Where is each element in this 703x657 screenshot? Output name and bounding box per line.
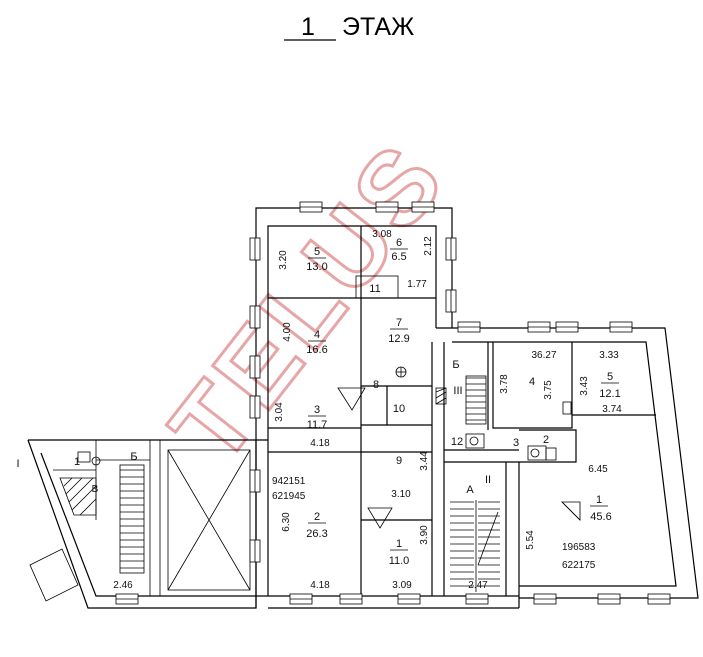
code-right-b: 622175: [562, 560, 596, 571]
room-e2-number: 2: [543, 434, 549, 446]
dim-4-00: 4.00: [282, 322, 293, 342]
room-5-number: 5: [314, 246, 320, 258]
stairs: [120, 375, 500, 592]
dim-5-54: 5.54: [525, 530, 536, 550]
room-8-number: 8: [373, 379, 379, 391]
floor-number: 1: [301, 13, 315, 41]
room-3-number: 3: [314, 404, 320, 416]
left-hatch: [59, 477, 97, 516]
room-12-number: 12: [451, 436, 463, 448]
room-1c-number: 1: [396, 538, 402, 550]
room-w1-number: 1: [74, 456, 80, 468]
room-e1-area: 45.6: [590, 511, 611, 523]
room-10-number: 10: [393, 403, 405, 415]
room-wb-label: B: [92, 484, 99, 495]
dim-6-45: 6.45: [588, 464, 608, 475]
room-3-area: 11.7: [307, 419, 328, 431]
room-5-area: 13.0: [306, 261, 327, 273]
dim-2-46: 2.46: [113, 580, 133, 591]
dim-1-77: 1.77: [407, 279, 427, 290]
section-iii-marker: III: [453, 385, 462, 397]
room-e1-number: 1: [596, 494, 602, 506]
stair-arrow: [477, 511, 499, 566]
room-2-number: 2: [314, 511, 320, 523]
dim-3-43: 3.43: [579, 376, 590, 396]
stair-b-center: Б: [452, 359, 459, 371]
dim-36-27: 36.27: [531, 350, 556, 361]
registration-codes: 942151 621945 196583 622175: [272, 476, 596, 571]
section-i-marker: I: [16, 458, 19, 470]
dim-2-12: 2.12: [423, 236, 434, 256]
room-6-area: 6.5: [391, 251, 406, 263]
room-2-area: 26.3: [306, 528, 327, 540]
room-labels: 5 13.0 6 6.5 11 4 16.6 7 12.9 8 10 3 11.…: [74, 237, 621, 567]
windows: [115, 201, 671, 605]
dim-3-10: 3.10: [391, 489, 411, 500]
fixtures: [29, 275, 581, 602]
room-e5-area: 12.1: [599, 388, 620, 400]
dim-3-74: 3.74: [602, 404, 622, 415]
room-4-area: 16.6: [306, 344, 327, 356]
markers: Б Б А I II III: [16, 359, 491, 496]
dim-3-04: 3.04: [274, 402, 285, 422]
dim-6-30: 6.30: [281, 512, 292, 532]
dim-3-75: 3.75: [543, 380, 554, 400]
code-right-a: 196583: [562, 542, 596, 553]
dimension-labels: 3.20 3.08 2.12 1.77 4.00 3.04 4.18 3.44 …: [113, 229, 622, 591]
dim-3-20: 3.20: [278, 250, 289, 270]
dim-4-18-a: 4.18: [310, 438, 330, 449]
room-e4-number: 4: [529, 376, 535, 388]
room-6-number: 6: [396, 237, 402, 249]
room-1c-area: 11.0: [389, 555, 410, 567]
dim-3-09: 3.09: [392, 580, 412, 591]
dim-3-33: 3.33: [599, 350, 619, 361]
floor-title: 1 ЭТАЖ: [284, 13, 414, 41]
room-11-number: 11: [369, 283, 380, 295]
dim-3-08: 3.08: [372, 229, 392, 240]
room-e5-number: 5: [607, 371, 613, 383]
code-left-a: 942151: [272, 476, 306, 487]
dim-3-90: 3.90: [419, 525, 430, 545]
dim-3-78: 3.78: [499, 374, 510, 394]
room-9-number: 9: [396, 455, 402, 467]
stair-block: [465, 375, 487, 425]
room-7-number: 7: [396, 317, 402, 329]
room-4-number: 4: [314, 329, 320, 341]
stair-a-label: А: [466, 484, 474, 496]
room-7-area: 12.9: [388, 333, 409, 345]
room-e3-number: 3: [513, 437, 519, 449]
floor-label: ЭТАЖ: [342, 13, 414, 41]
dim-2-47: 2.47: [468, 580, 488, 591]
dim-3-44: 3.44: [419, 451, 430, 471]
stair-b-left: Б: [130, 451, 137, 463]
building-walls: [27, 207, 699, 609]
section-ii-marker: II: [485, 474, 491, 486]
dim-4-18-b: 4.18: [310, 580, 330, 591]
code-left-b: 621945: [272, 491, 306, 502]
